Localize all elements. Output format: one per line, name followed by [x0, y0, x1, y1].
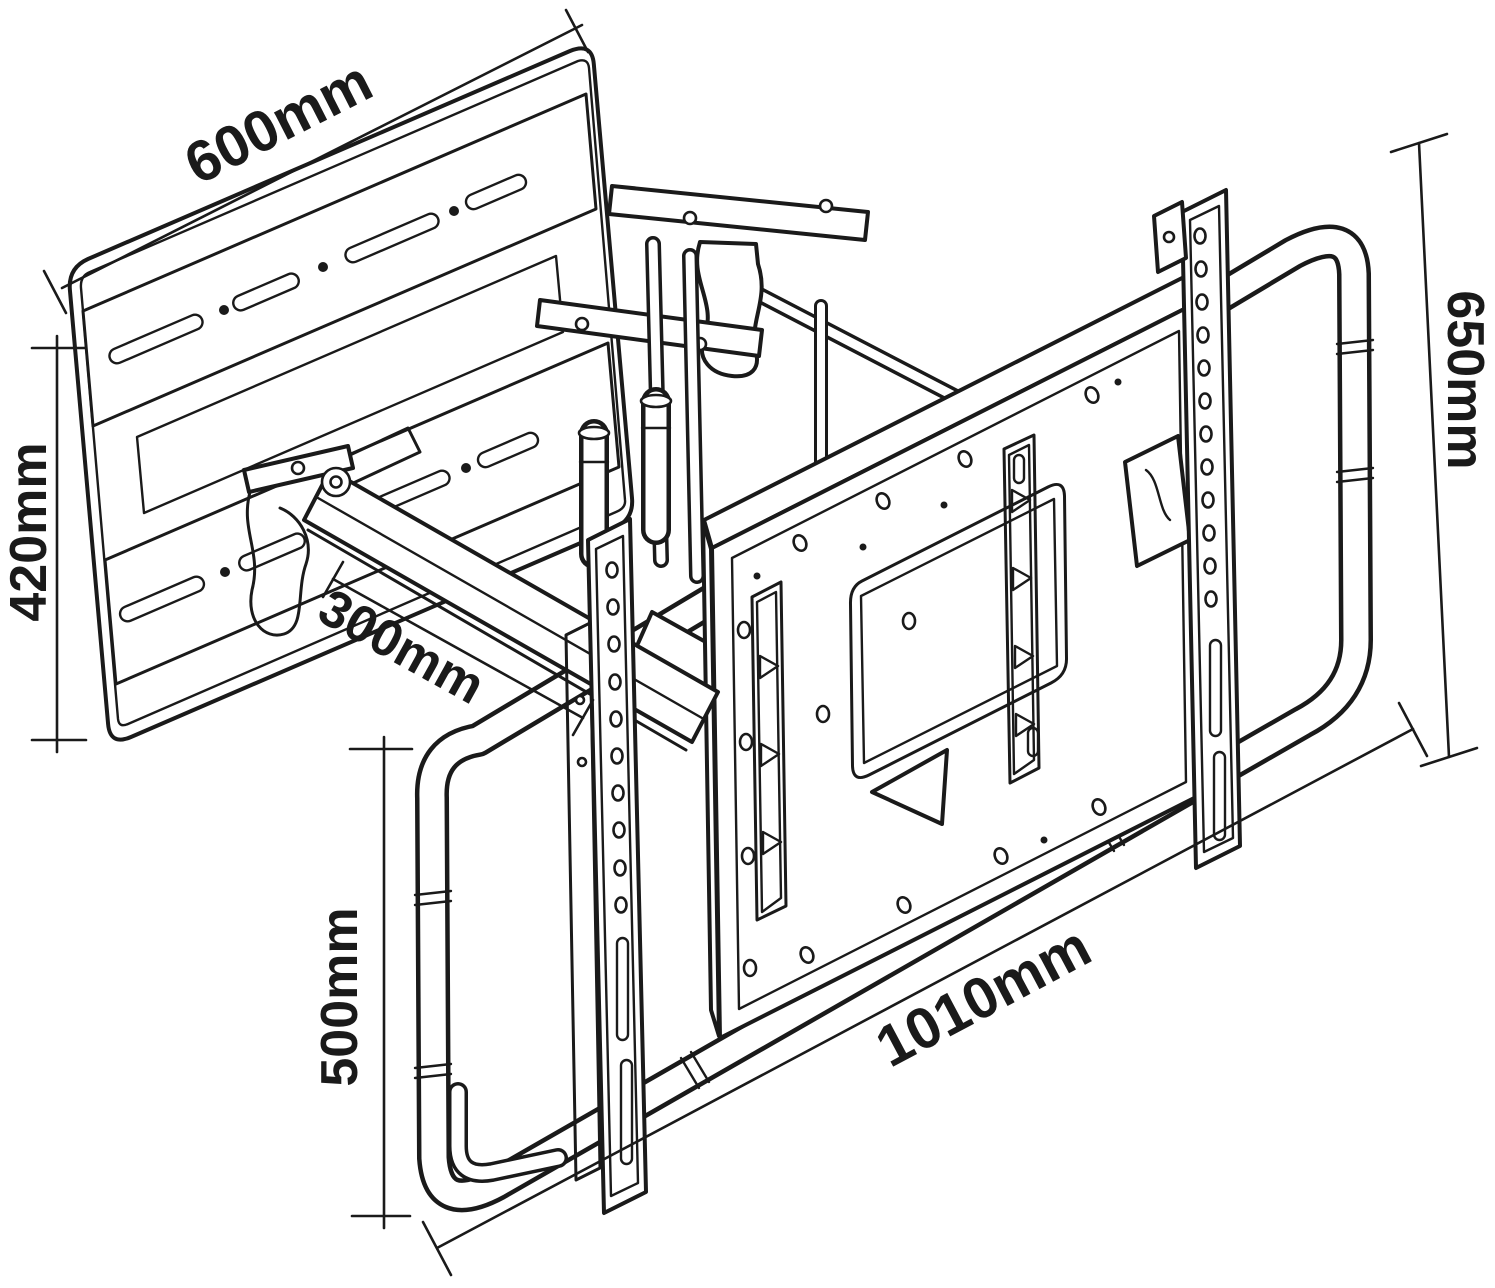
right-rail-holes — [1193, 227, 1218, 608]
dimension-420: 420mm — [0, 334, 88, 754]
dim-650-label: 650mm — [1436, 290, 1494, 469]
right-rail-slot-2 — [1212, 750, 1227, 842]
right-rail-slot-1 — [1208, 638, 1223, 738]
pivot-posts — [577, 387, 673, 569]
dimension-500: 500mm — [311, 735, 414, 1230]
left-slot-strip — [750, 580, 788, 922]
vesa-track-inner — [859, 497, 1059, 765]
tv-plate-dots — [753, 378, 1122, 844]
plate-top-bracket — [1123, 434, 1192, 568]
center-rail-holes — [605, 561, 628, 914]
center-rail — [564, 517, 648, 1215]
center-rail-slot-1 — [615, 936, 630, 1042]
triangle-cutout — [870, 748, 949, 826]
center-rail-slot-2 — [619, 1058, 634, 1166]
tv-plate-holes — [736, 385, 1107, 978]
dim-500-label: 500mm — [311, 907, 369, 1086]
right-slot-strip — [1002, 433, 1041, 785]
right-rail — [1152, 188, 1242, 870]
vesa-track-outer — [848, 483, 1069, 779]
dim-420-label: 420mm — [0, 442, 58, 621]
wall-plate-web — [135, 254, 565, 515]
dimension-650: 650mm — [1389, 132, 1494, 768]
wall-plate-notch — [245, 490, 310, 637]
wall-plate-upper-band — [81, 92, 598, 428]
tv-plate — [701, 272, 1208, 1040]
